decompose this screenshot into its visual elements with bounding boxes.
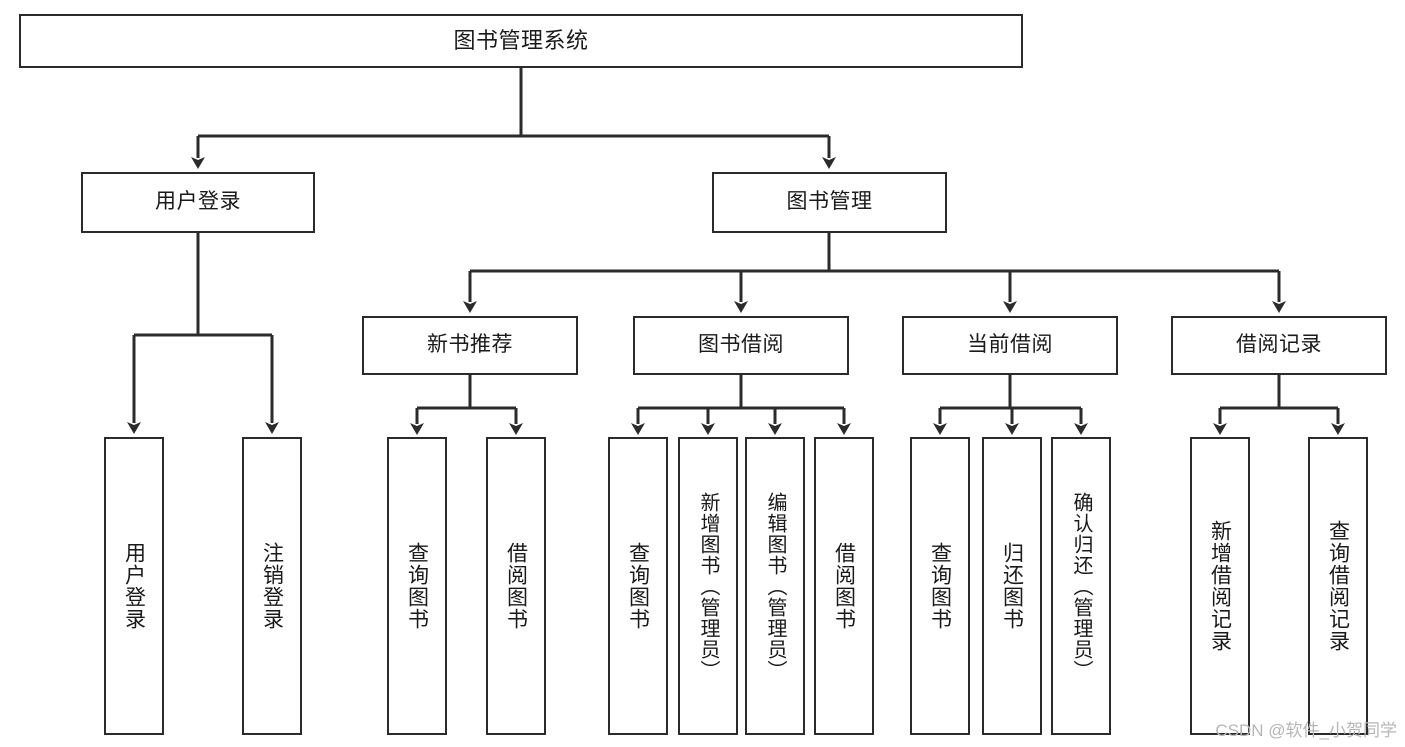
- node-book-borrowing[interactable]: 图书借阅: [633, 316, 849, 375]
- node-label: 图书管理系统: [453, 28, 589, 54]
- node-label: 编辑图书（管理员）: [764, 491, 786, 681]
- watermark-text: CSDN @软件_小贺同学: [1215, 721, 1397, 740]
- node-leaf-current-confirm-return[interactable]: 确认归还（管理员）: [1051, 437, 1111, 735]
- node-leaf-current-return[interactable]: 归还图书: [982, 437, 1042, 735]
- node-label: 借阅图书: [504, 542, 528, 630]
- node-label: 图书管理: [786, 190, 873, 214]
- node-leaf-current-query[interactable]: 查询图书: [910, 437, 970, 735]
- node-label: 借阅记录: [1236, 333, 1322, 357]
- node-borrowing-record[interactable]: 借阅记录: [1171, 316, 1387, 375]
- node-leaf-borrow-add-book[interactable]: 新增图书（管理员）: [678, 437, 738, 735]
- node-label: 注销登录: [260, 542, 284, 630]
- node-leaf-borrow-edit-book[interactable]: 编辑图书（管理员）: [745, 437, 805, 735]
- node-leaf-newbook-query[interactable]: 查询图书: [387, 437, 447, 735]
- node-label: 图书借阅: [698, 333, 784, 357]
- node-label: 查询图书: [928, 542, 952, 630]
- node-leaf-record-query[interactable]: 查询借阅记录: [1308, 437, 1368, 735]
- node-leaf-record-add[interactable]: 新增借阅记录: [1190, 437, 1250, 735]
- node-user-login-module[interactable]: 用户登录: [81, 172, 315, 233]
- node-new-book-recommendation[interactable]: 新书推荐: [362, 316, 578, 375]
- node-current-borrowing[interactable]: 当前借阅: [902, 316, 1118, 375]
- node-leaf-user-logout[interactable]: 注销登录: [242, 437, 302, 735]
- node-leaf-borrow-query[interactable]: 查询图书: [608, 437, 668, 735]
- node-leaf-borrow-borrow-book[interactable]: 借阅图书: [814, 437, 874, 735]
- node-label: 新增借阅记录: [1208, 520, 1232, 652]
- node-label: 当前借阅: [967, 333, 1053, 357]
- node-label: 借阅图书: [832, 542, 856, 630]
- node-label: 查询图书: [405, 542, 429, 630]
- node-leaf-user-login[interactable]: 用户登录: [104, 437, 164, 735]
- node-label: 用户登录: [122, 542, 146, 630]
- node-label: 查询借阅记录: [1326, 520, 1350, 652]
- node-leaf-newbook-borrow[interactable]: 借阅图书: [486, 437, 546, 735]
- node-book-management-module[interactable]: 图书管理: [712, 172, 947, 233]
- node-root-system[interactable]: 图书管理系统: [19, 14, 1023, 68]
- node-label: 确认归还（管理员）: [1070, 491, 1092, 681]
- node-label: 新增图书（管理员）: [697, 491, 719, 681]
- node-label: 用户登录: [155, 190, 241, 214]
- node-label: 归还图书: [1000, 542, 1024, 630]
- node-label: 查询图书: [626, 542, 650, 630]
- node-label: 新书推荐: [427, 333, 513, 357]
